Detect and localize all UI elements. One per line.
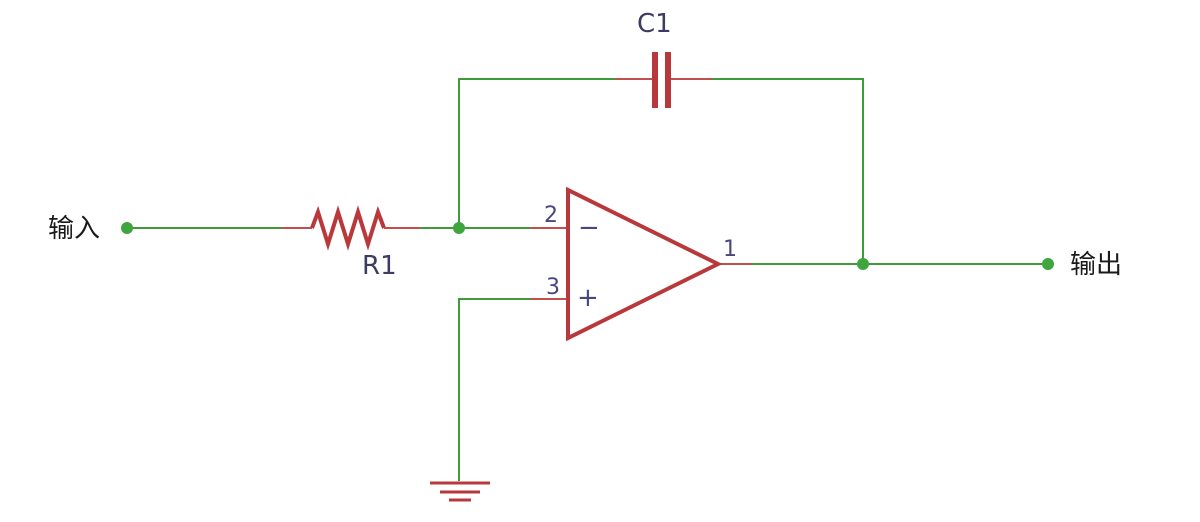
ground-symbol: [430, 481, 490, 502]
opamp-triangle: [566, 186, 723, 342]
wire-feedback-right: [712, 78, 864, 264]
pin-2-number: 2: [544, 203, 558, 228]
wire-pin3-to-ground: [458, 298, 530, 481]
resistor-r1: R1: [282, 205, 420, 281]
output-label: 输出: [1070, 250, 1122, 280]
output-terminal: [1042, 258, 1054, 270]
wires: [127, 78, 1048, 481]
junction-output: [857, 258, 869, 270]
junction-inverting: [453, 222, 465, 234]
pin-1-number: 1: [723, 237, 737, 262]
op-amp: 2 3 1 − +: [530, 186, 752, 342]
input-terminal: [121, 222, 133, 234]
inverting-input-symbol: −: [578, 213, 600, 243]
wire-feedback-left: [458, 78, 615, 228]
r1-label: R1: [362, 251, 397, 281]
pin-3-number: 3: [546, 275, 560, 300]
input-label: 输入: [48, 214, 100, 244]
c1-label: C1: [637, 9, 672, 39]
noninverting-input-symbol: +: [577, 283, 599, 313]
nodes: [121, 222, 1054, 270]
r1-zigzag: [310, 205, 386, 251]
capacitor-c1: C1: [615, 9, 712, 108]
